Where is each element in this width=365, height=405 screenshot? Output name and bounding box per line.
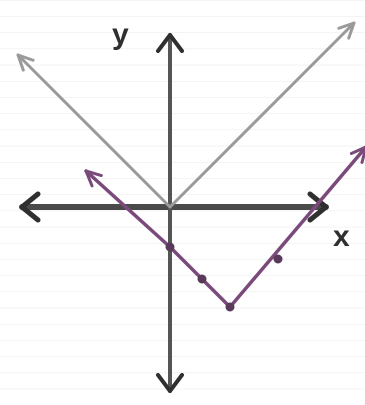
x-axis-arrow-left: [19, 191, 41, 223]
data-point: [197, 274, 207, 284]
series-arrowhead-end: [337, 21, 356, 40]
data-point: [273, 254, 283, 264]
series-arrowhead-start: [84, 169, 103, 188]
x-axis-label: x: [333, 220, 350, 253]
x-axis-arrow-right: [307, 191, 329, 223]
y-axis-label: y: [112, 18, 129, 51]
series-arrowhead-end: [349, 145, 365, 164]
axes: [19, 33, 329, 393]
series-arrowhead-start: [16, 53, 35, 72]
y-axis-arrow-bottom: [156, 373, 184, 393]
data-point: [225, 302, 235, 312]
series-layer: [16, 21, 365, 312]
y-axis-arrow-top: [156, 33, 184, 53]
series-transformed-absolute-value: [84, 145, 365, 312]
data-point: [165, 242, 175, 252]
series-parent-absolute-value: [16, 21, 356, 209]
series-line-parent-absolute-value: [16, 21, 356, 209]
